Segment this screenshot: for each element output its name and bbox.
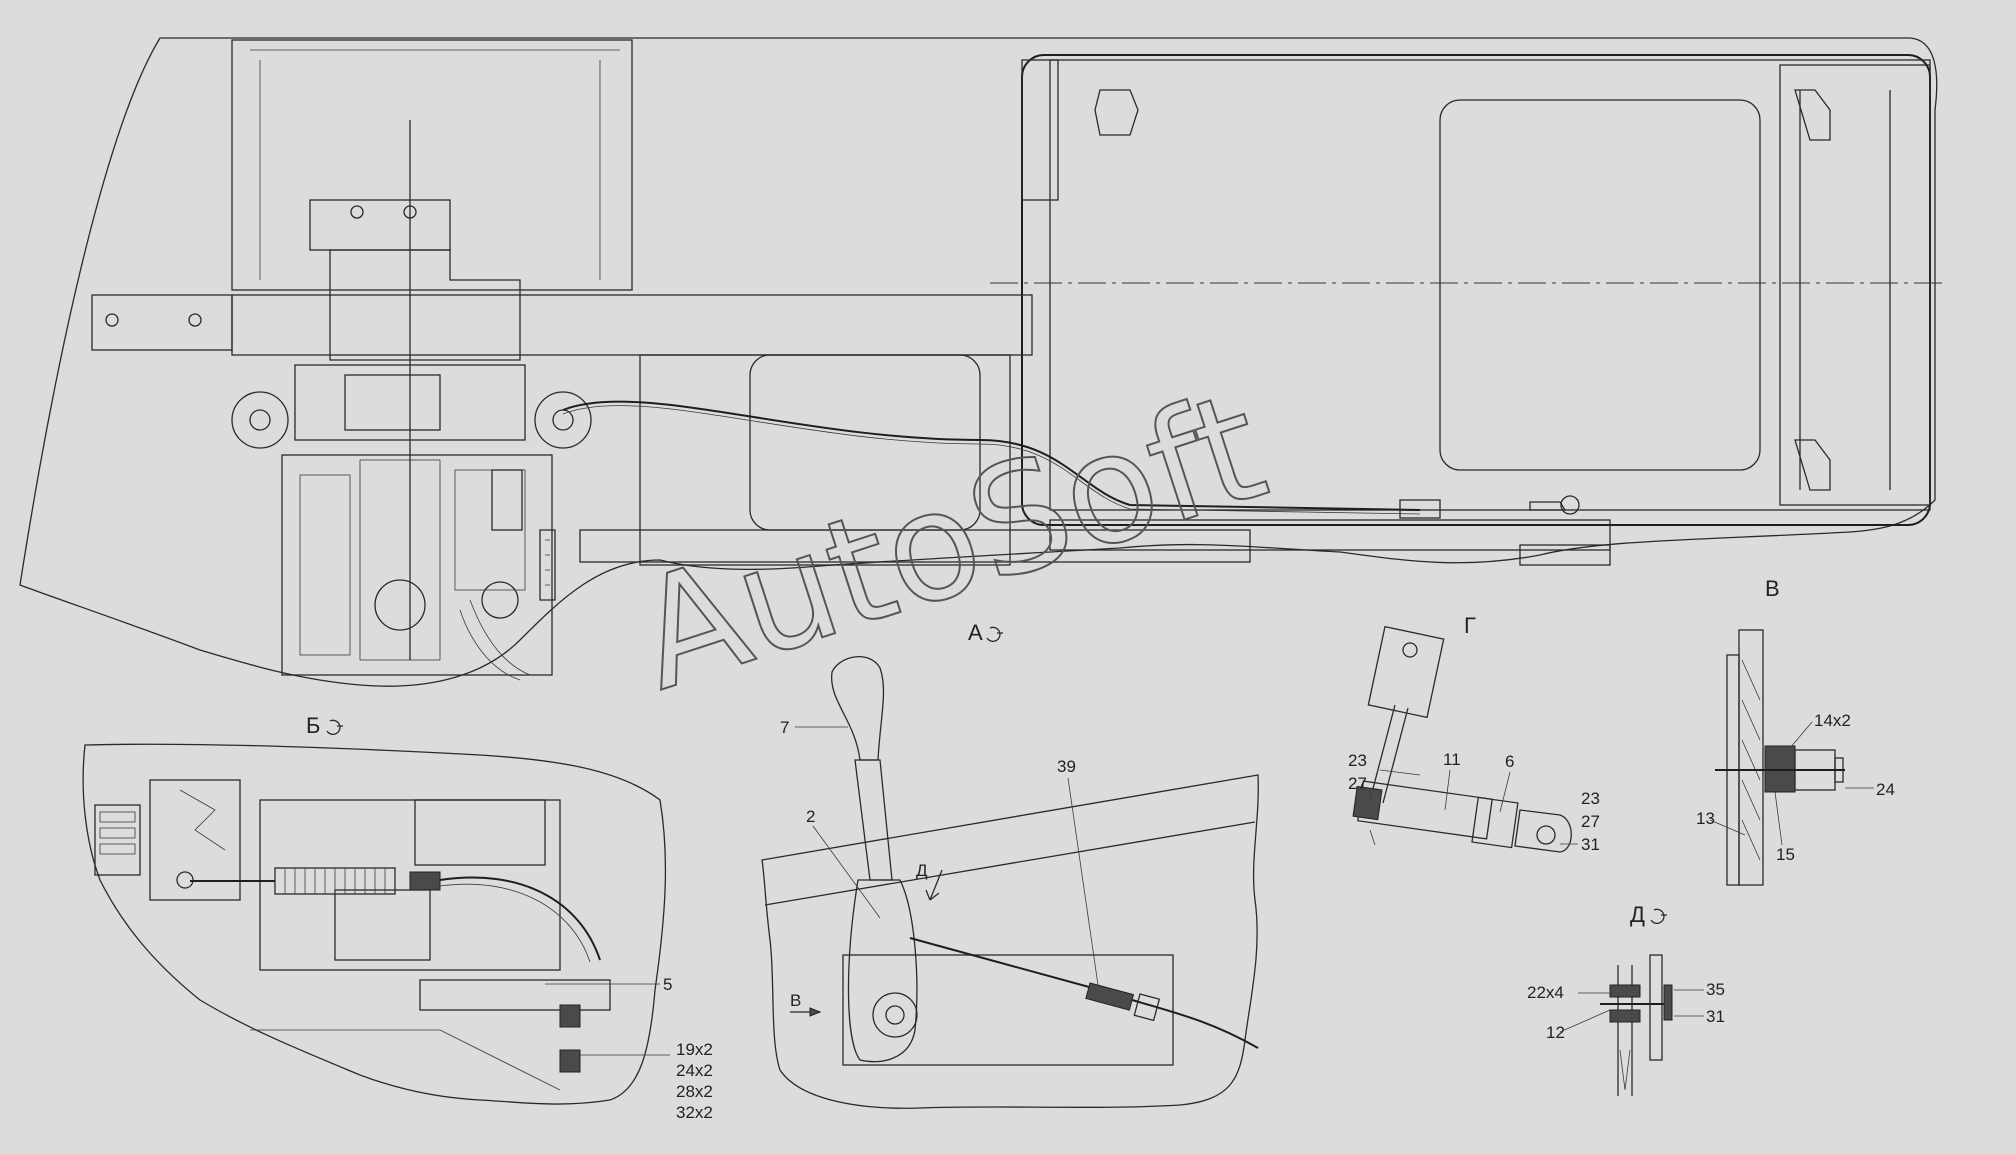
view-b: Б 5 19х2 24х2 [82, 713, 713, 1122]
view-v: В 14х2 24 13 15 [1696, 576, 1895, 886]
view-a-arrow-icon [986, 626, 1003, 642]
callout-27-left: 27 [1348, 774, 1367, 793]
view-a-boundary [761, 774, 1259, 1109]
callout-14x2: 14х2 [1814, 711, 1851, 730]
view-b-label: Б [306, 713, 320, 738]
callout-27-right: 27 [1581, 812, 1600, 831]
view-d-label: Д [1630, 902, 1645, 927]
rod-end-plate [1367, 625, 1445, 719]
callout-23-left: 23 [1348, 751, 1367, 770]
callout-28x2: 28х2 [676, 1082, 713, 1101]
view-b-boundary [82, 743, 667, 1105]
view-a-label: А [968, 620, 983, 645]
control-cable [562, 400, 1421, 511]
callout-d-arrow-label: Д [916, 861, 928, 880]
callout-32x2: 32х2 [676, 1103, 713, 1122]
callout-15: 15 [1776, 845, 1795, 864]
left-pulley [231, 391, 289, 449]
view-g: Г 11 6 23 27 23 27 31 [1348, 613, 1600, 854]
view-b-cable [439, 876, 601, 961]
callout-7: 7 [780, 718, 789, 737]
right-pulley [534, 391, 592, 449]
callout-31-right: 31 [1581, 835, 1600, 854]
callout-39: 39 [1057, 757, 1076, 776]
callout-22x4: 22х4 [1527, 983, 1564, 1002]
callout-24x2: 24х2 [676, 1061, 713, 1080]
view-d-plate [1649, 954, 1663, 1061]
gear-lever-knob [830, 656, 885, 761]
view-d-arrow-icon [1650, 908, 1667, 924]
cross-beam [91, 294, 233, 351]
lever-bracket [847, 879, 918, 1063]
callout-13: 13 [1696, 809, 1715, 828]
gear-lever-stem [854, 759, 893, 881]
watermark-text: AutoSoft [617, 360, 1283, 725]
callout-31: 31 [1706, 1007, 1725, 1026]
callout-11: 11 [1443, 750, 1461, 769]
frame-left-rail [1021, 59, 1059, 201]
view-d: Д 22х4 12 35 31 [1527, 902, 1725, 1096]
callout-23-right: 23 [1581, 789, 1600, 808]
cab-outline [19, 37, 1938, 687]
callout-12: 12 [1546, 1023, 1565, 1042]
view-g-label: Г [1464, 613, 1476, 638]
view-a: А 7 2 39 Д В [761, 620, 1259, 1109]
callout-19x2: 19х2 [676, 1040, 713, 1059]
frame-right-rail [1779, 64, 1931, 506]
callout-24: 24 [1876, 780, 1895, 799]
callout-6: 6 [1505, 752, 1514, 771]
main-assembly-view [19, 37, 1945, 687]
callout-v-arrow-label: В [790, 991, 801, 1010]
view-b-arrow-icon [326, 719, 343, 735]
view-d-direction-arrow [925, 869, 943, 901]
bottom-rail [1049, 519, 1611, 551]
view-v-label: В [1765, 576, 1780, 601]
callout-2: 2 [806, 807, 815, 826]
frame-panel [1439, 99, 1761, 471]
callout-5: 5 [663, 975, 672, 994]
callout-35: 35 [1706, 980, 1725, 999]
engine-block-top [309, 199, 451, 251]
